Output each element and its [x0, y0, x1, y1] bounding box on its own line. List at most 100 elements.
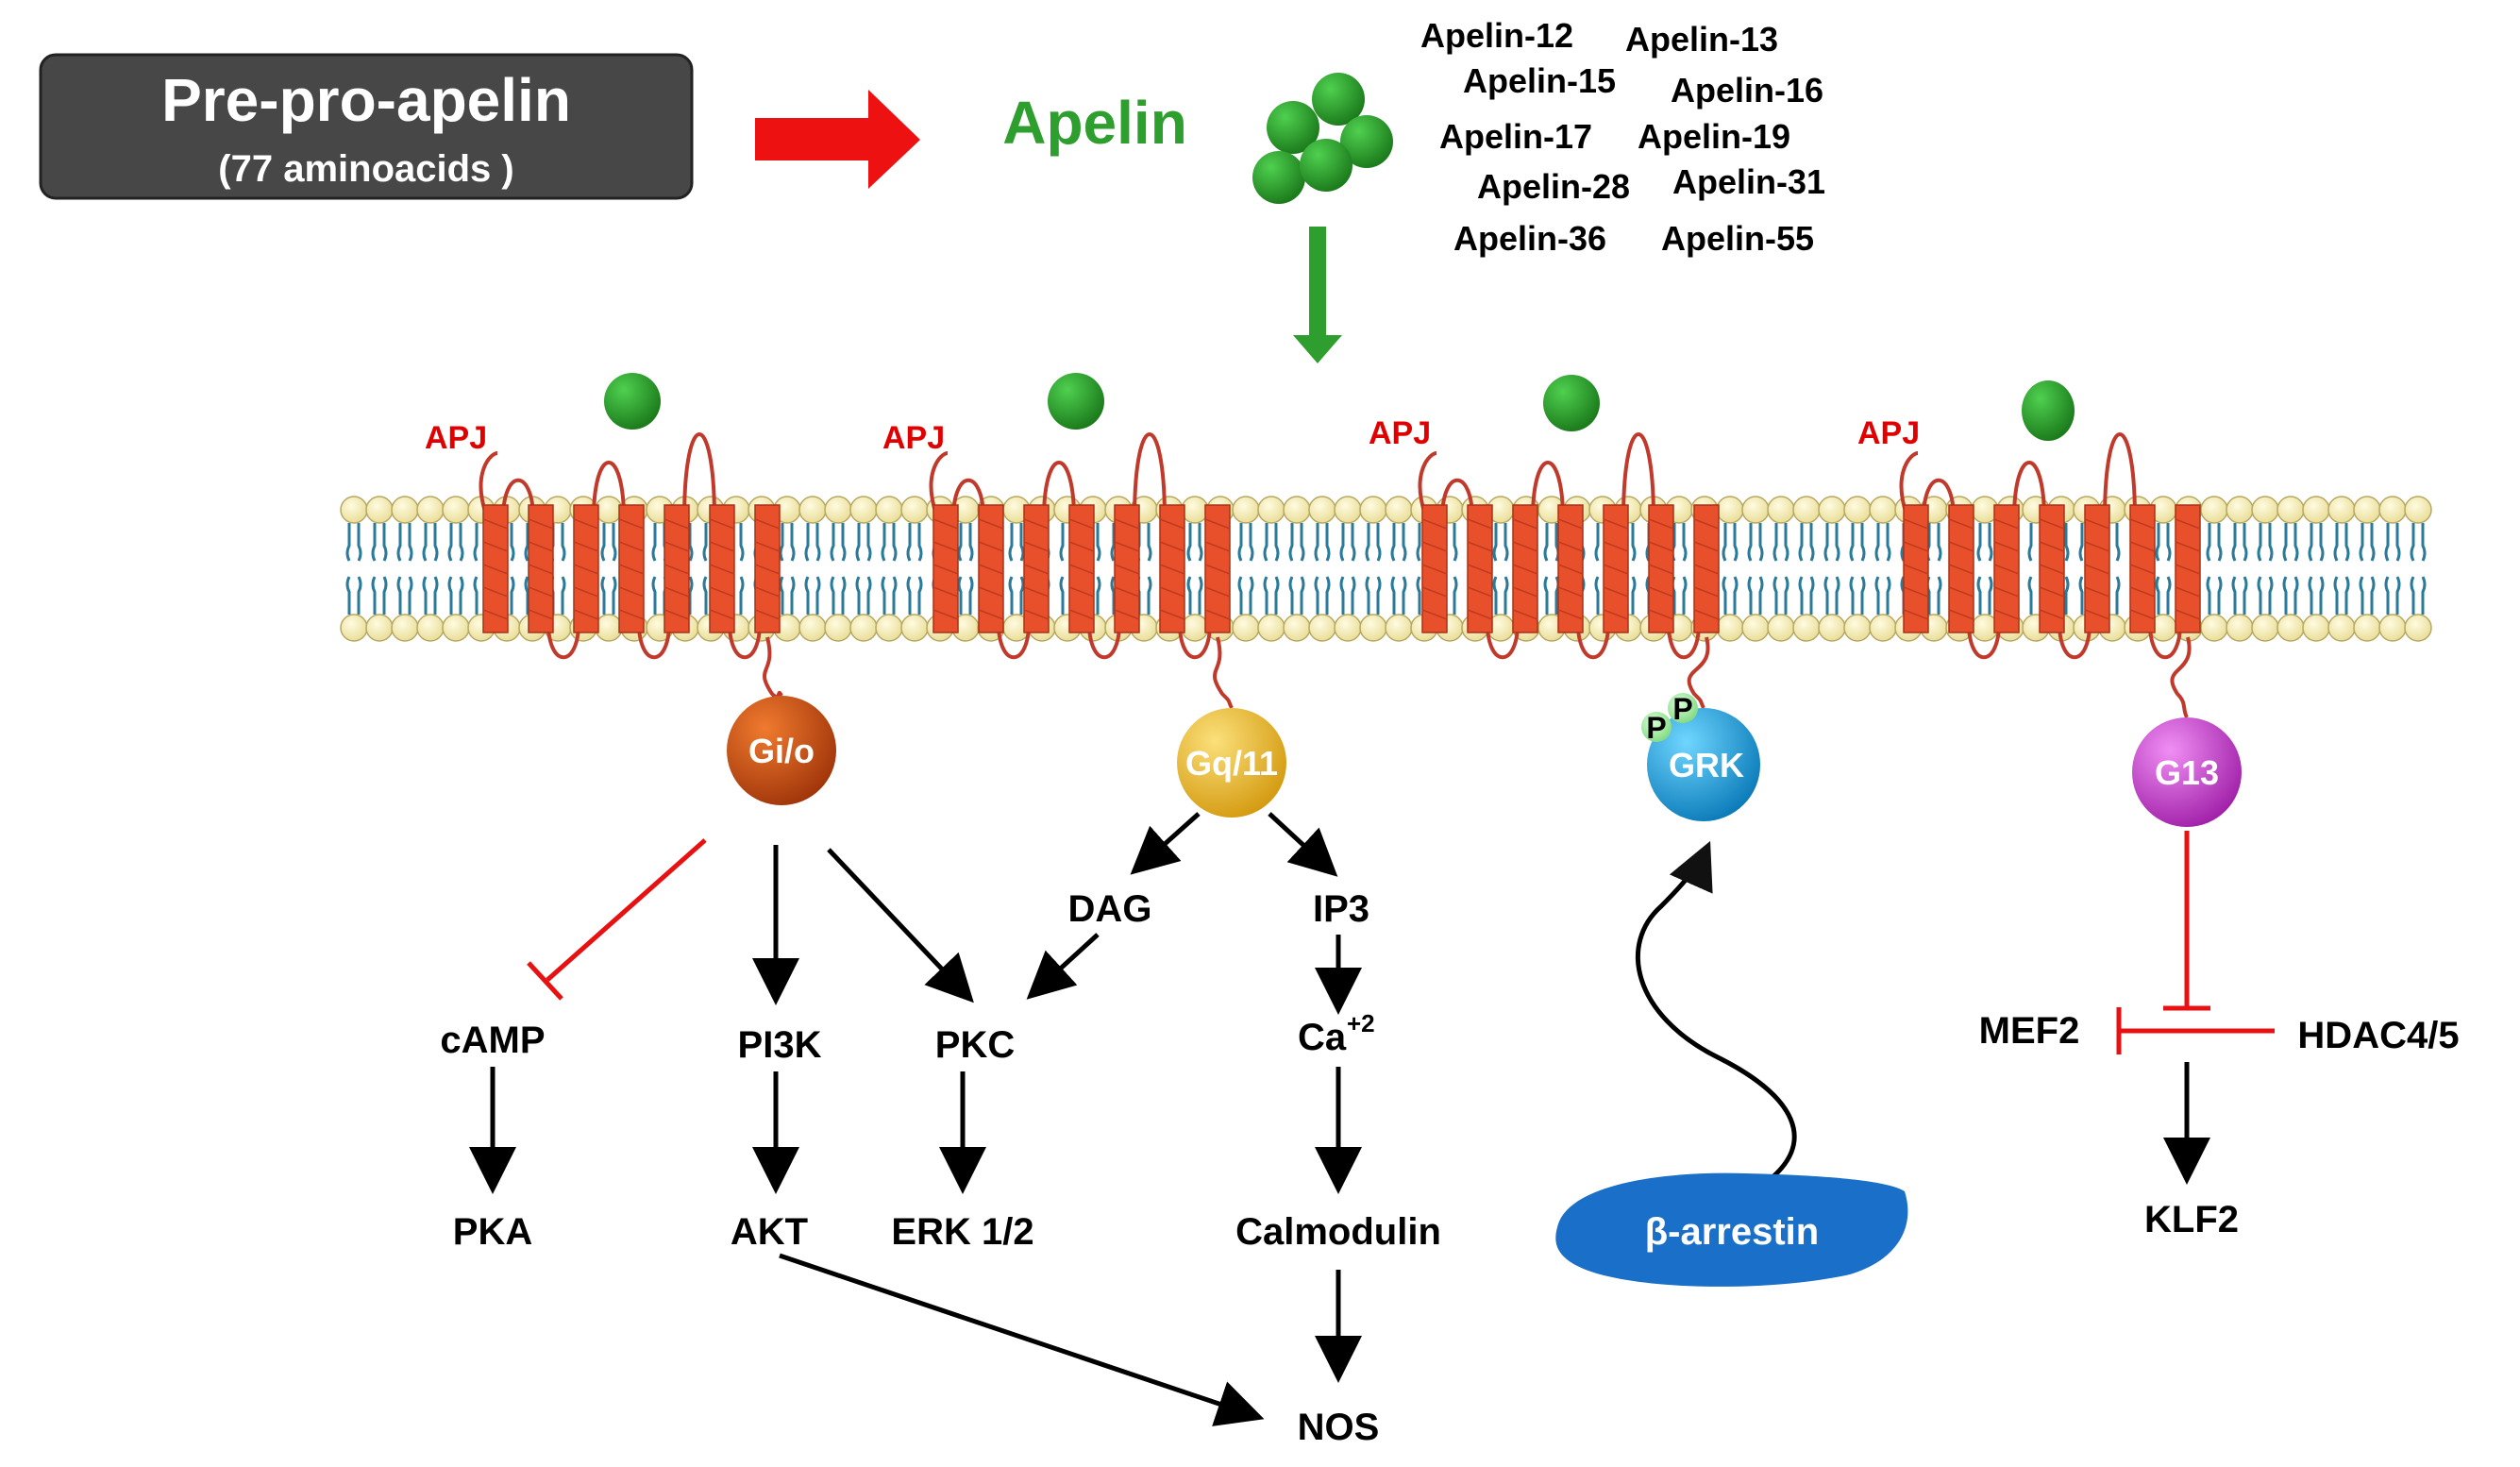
grk-kinase: GRK P P	[1641, 692, 1760, 821]
lipid-bilayer	[340, 496, 2432, 642]
calcium-charge: +2	[1347, 1009, 1375, 1037]
node-ip3: IP3	[1313, 888, 1369, 930]
isoform-label: Apelin-55	[1661, 219, 1814, 258]
inhibit-gio-camp	[546, 838, 707, 982]
precursor-title: Pre-pro-apelin	[161, 66, 571, 134]
arrow-arrestin-grk	[1635, 840, 1797, 1188]
lipid-molecule	[1308, 496, 1336, 642]
lipid-molecule	[824, 496, 852, 642]
apj-receptor	[1899, 432, 2201, 718]
lipid-molecule	[365, 496, 394, 642]
phosphate-label: P	[1646, 711, 1666, 745]
arrow-gio-pkc	[827, 848, 974, 1003]
node-klf2: KLF2	[2144, 1199, 2239, 1240]
calcium-label: Ca	[1298, 1017, 1347, 1058]
node-nos: NOS	[1298, 1407, 1380, 1448]
lipid-molecule	[340, 496, 368, 642]
bound-apelin-ball	[1048, 373, 1104, 430]
gio-protein: Gi/o	[727, 696, 836, 805]
lipid-molecule	[595, 496, 623, 642]
beta-arrestin: β-arrestin	[1555, 1172, 1908, 1287]
apj-label: APJ	[882, 420, 945, 456]
apj-label: APJ	[1857, 415, 1920, 451]
lipid-molecule	[416, 496, 445, 642]
lipid-molecule	[1487, 496, 1515, 642]
lipid-molecule	[1385, 496, 1413, 642]
apj-receptor	[479, 432, 783, 700]
arrow-gq-ip3	[1268, 812, 1338, 877]
apelin-peptide-cluster	[1252, 73, 1393, 204]
lipid-molecule	[1716, 496, 1744, 642]
binding-arrow	[1293, 227, 1342, 363]
arrestin-label: β-arrestin	[1645, 1211, 1819, 1253]
isoform-label: Apelin-15	[1463, 61, 1616, 100]
isoform-label: Apelin-16	[1671, 71, 1823, 110]
lipid-molecule	[875, 496, 903, 642]
node-labels: cAMP PKA PI3K AKT PKC ERK 1/2 DAG IP3 Ca…	[440, 888, 2459, 1448]
node-pi3k: PI3K	[738, 1024, 822, 1066]
lipid-molecule	[849, 496, 878, 642]
isoform-label: Apelin-12	[1420, 16, 1573, 55]
g13-protein: G13	[2132, 717, 2242, 827]
isoform-list: Apelin-12 Apelin-13 Apelin-15 Apelin-16 …	[1420, 16, 1825, 258]
lipid-molecule	[798, 496, 827, 642]
lipid-molecule	[2353, 496, 2381, 642]
lipid-molecule	[391, 496, 419, 642]
apj-label: APJ	[425, 420, 487, 456]
lipid-molecule	[1334, 496, 1362, 642]
lipid-molecule	[442, 496, 470, 642]
isoform-label: Apelin-17	[1439, 117, 1592, 156]
lipid-molecule	[2251, 496, 2279, 642]
lipid-molecule	[2226, 496, 2254, 642]
lipid-molecule	[773, 496, 801, 642]
lipid-molecule	[1971, 496, 1999, 642]
node-calcium: Ca +2	[1298, 1009, 1375, 1058]
lipid-molecule	[2404, 496, 2432, 642]
apj-label: APJ	[1369, 415, 1431, 451]
lipid-molecule	[2378, 496, 2407, 642]
lipid-molecule	[1283, 496, 1311, 642]
isoform-label: Apelin-36	[1453, 219, 1606, 258]
node-pka: PKA	[453, 1211, 532, 1253]
lipid-molecule	[1232, 496, 1260, 642]
gio-label: Gi/o	[748, 732, 815, 770]
apj-receptor	[1418, 432, 1720, 709]
pathway-arrows	[469, 812, 2210, 1426]
node-akt: AKT	[731, 1211, 808, 1253]
lipid-molecule	[1843, 496, 1872, 642]
lipid-molecule	[1359, 496, 1387, 642]
gq-label: Gq/11	[1185, 744, 1278, 783]
arrow-akt-nos	[779, 1253, 1265, 1426]
lipid-molecule	[1181, 496, 1209, 642]
node-dag: DAG	[1068, 888, 1152, 930]
receptor-layer	[479, 432, 2201, 718]
gq-protein: Gq/11	[1177, 708, 1286, 818]
node-calmodulin: Calmodulin	[1235, 1211, 1441, 1253]
isoform-label: Apelin-28	[1477, 167, 1630, 206]
lipid-molecule	[2276, 496, 2305, 642]
lipid-molecule	[2200, 496, 2228, 642]
lipid-molecule	[1002, 496, 1031, 642]
node-erk: ERK 1/2	[891, 1211, 1033, 1253]
inhibition-lines	[527, 831, 2275, 1054]
lipid-molecule	[1792, 496, 1821, 642]
phosphate-group	[1668, 693, 1698, 723]
grk-label: GRK	[1669, 746, 1744, 784]
node-hdac: HDAC4/5	[2297, 1015, 2459, 1056]
node-camp: cAMP	[440, 1020, 545, 1061]
lipid-molecule	[2149, 496, 2177, 642]
lipid-molecule	[1818, 496, 1846, 642]
lipid-molecule	[1869, 496, 1897, 642]
lipid-molecule	[900, 496, 929, 642]
precursor-subtitle: (77 aminoacids )	[218, 148, 513, 190]
isoform-label: Apelin-31	[1672, 162, 1825, 201]
g13-label: G13	[2155, 753, 2219, 792]
arrow-dag-pkc	[1026, 933, 1100, 1000]
apj-receptor	[929, 432, 1234, 709]
lipid-molecule	[951, 496, 980, 642]
arrow-gq-dag	[1130, 812, 1201, 875]
phosphate-group	[1641, 712, 1672, 742]
lipid-molecule	[1257, 496, 1285, 642]
